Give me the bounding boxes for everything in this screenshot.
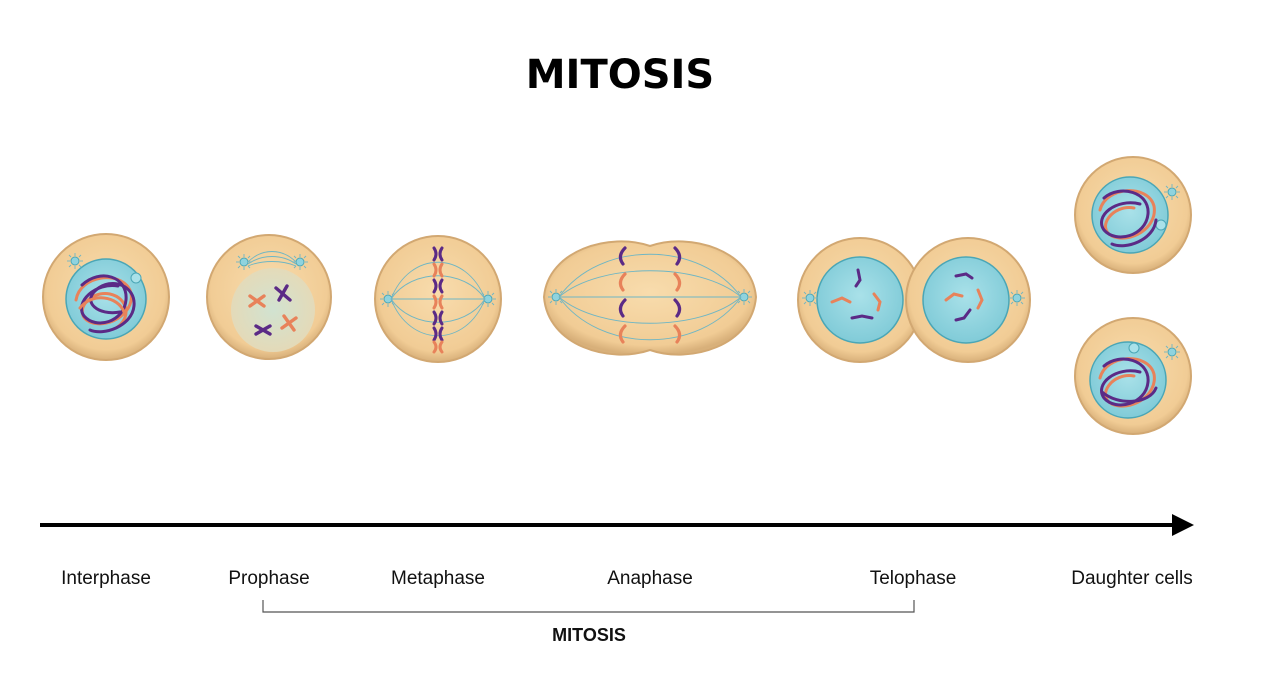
stage-label-daughter-cells: Daughter cells — [1071, 568, 1193, 589]
diagram-title: MITOSIS — [525, 52, 715, 98]
prophase-cell — [206, 234, 332, 360]
mitosis-bracket — [262, 600, 915, 613]
timeline-arrow — [40, 514, 1194, 536]
interphase-chromatin — [74, 274, 136, 334]
stage-label-anaphase: Anaphase — [607, 568, 693, 589]
mitosis-bracket-label: MITOSIS — [552, 625, 626, 645]
daughter-cell-top — [1074, 156, 1192, 274]
telophase-cell — [797, 237, 1031, 363]
interphase-cell — [42, 233, 170, 361]
stage-label-interphase: Interphase — [61, 568, 151, 589]
metaphase-cell — [374, 235, 502, 363]
daughter-cell-bottom — [1074, 317, 1192, 435]
stage-label-telophase: Telophase — [869, 568, 957, 589]
stage-label-metaphase: Metaphase — [390, 568, 486, 589]
stage-label-prophase: Prophase — [228, 568, 310, 589]
anaphase-cell — [542, 240, 758, 356]
